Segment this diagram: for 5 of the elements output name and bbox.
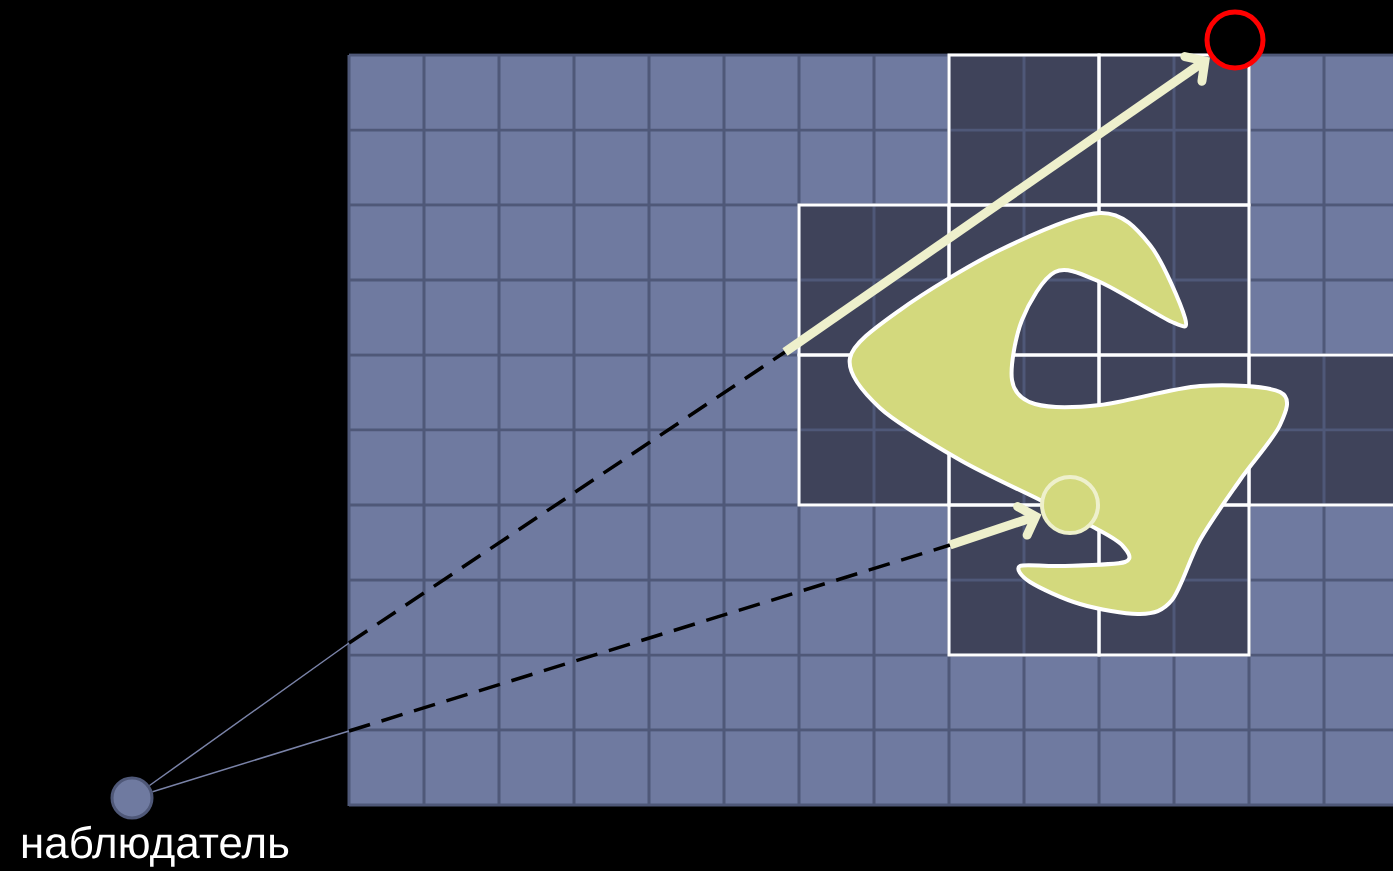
observer-circle [22, 776, 289, 867]
ray-arrow [148, 52, 1210, 787]
observer-label: наблюдатель [22, 825, 289, 867]
hit-point-circle [1040, 475, 1100, 535]
ray-arrow [151, 502, 1042, 793]
